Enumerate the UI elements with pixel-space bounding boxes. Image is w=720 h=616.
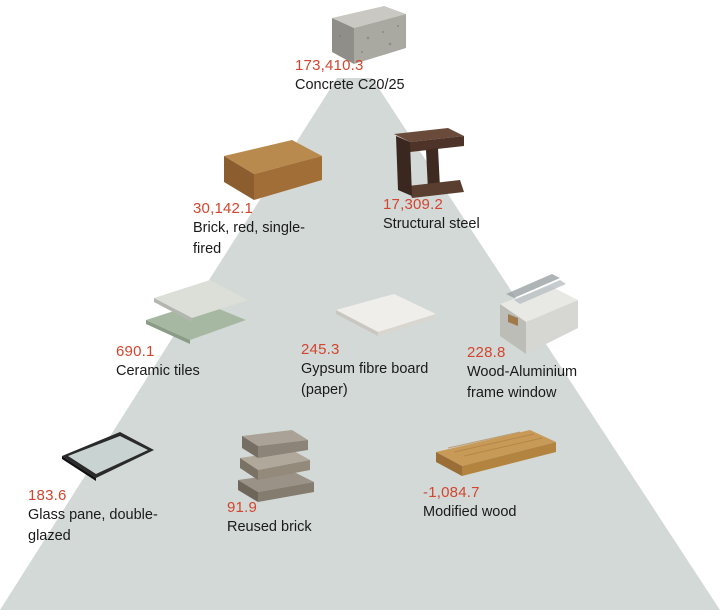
label-wood: Modified wood bbox=[423, 502, 517, 523]
value-tiles: 690.1 bbox=[116, 343, 200, 361]
value-concrete: 173,410.3 bbox=[295, 57, 405, 75]
value-reused-brick: 91.9 bbox=[227, 499, 312, 517]
material-reused-brick: 91.9 Reused brick bbox=[227, 499, 312, 538]
value-window: 228.8 bbox=[467, 344, 577, 362]
label-steel: Structural steel bbox=[383, 214, 480, 235]
label-gypsum: Gypsum fibre board (paper) bbox=[301, 359, 428, 401]
value-brick: 30,142.1 bbox=[193, 200, 305, 218]
material-glass: 183.6 Glass pane, double- glazed bbox=[28, 487, 158, 547]
label-glass: Glass pane, double- glazed bbox=[28, 505, 158, 547]
material-window: 228.8 Wood-Aluminium frame window bbox=[467, 344, 577, 404]
ceramic-tiles-icon bbox=[140, 276, 252, 348]
label-concrete: Concrete C20/25 bbox=[295, 75, 405, 96]
material-steel: 17,309.2 Structural steel bbox=[383, 196, 480, 235]
label-brick: Brick, red, single- fired bbox=[193, 218, 305, 260]
reused-brick-icon bbox=[234, 428, 316, 504]
label-tiles: Ceramic tiles bbox=[116, 361, 200, 382]
material-concrete: 173,410.3 Concrete C20/25 bbox=[295, 57, 405, 96]
modified-wood-icon bbox=[434, 428, 558, 488]
glass-pane-icon bbox=[60, 430, 156, 482]
value-steel: 17,309.2 bbox=[383, 196, 480, 214]
value-gypsum: 245.3 bbox=[301, 341, 428, 359]
gypsum-board-icon bbox=[334, 292, 438, 340]
material-tiles: 690.1 Ceramic tiles bbox=[116, 343, 200, 382]
material-brick: 30,142.1 Brick, red, single- fired bbox=[193, 200, 305, 260]
label-reused-brick: Reused brick bbox=[227, 517, 312, 538]
material-gypsum: 245.3 Gypsum fibre board (paper) bbox=[301, 341, 428, 401]
material-wood: -1,084.7 Modified wood bbox=[423, 484, 517, 523]
red-brick-icon bbox=[222, 138, 324, 202]
label-window: Wood-Aluminium frame window bbox=[467, 362, 577, 404]
steel-beam-icon bbox=[390, 126, 470, 204]
value-glass: 183.6 bbox=[28, 487, 158, 505]
value-wood: -1,084.7 bbox=[423, 484, 517, 502]
